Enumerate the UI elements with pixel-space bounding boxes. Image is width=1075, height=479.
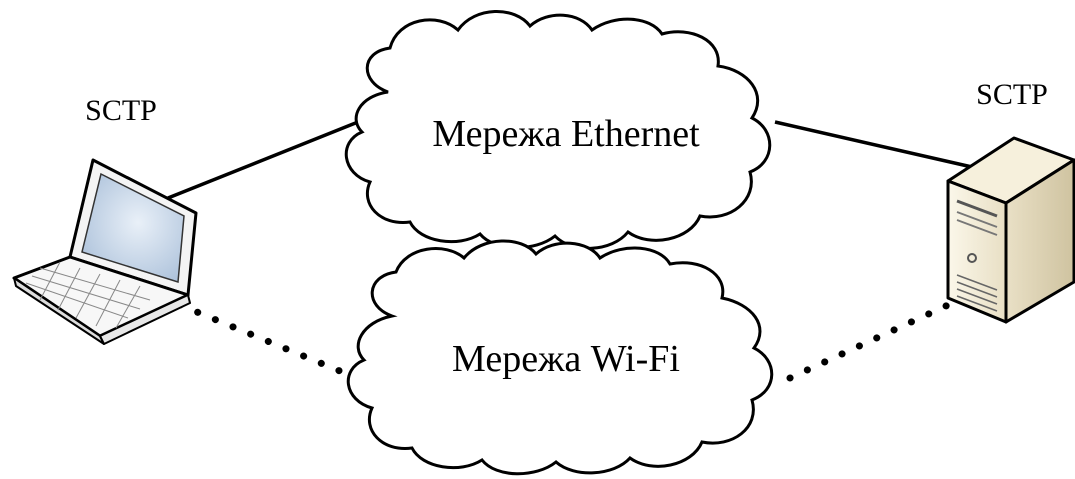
ethernet-link — [167, 120, 973, 200]
laptop-icon — [12, 158, 198, 345]
ethernet-cloud-label: Мережа Ethernet — [432, 113, 700, 155]
server-protocol-label: SCTP — [976, 78, 1048, 111]
laptop-wifi-line — [176, 301, 356, 380]
server-icon — [946, 136, 1075, 324]
ethernet-server-line — [774, 120, 973, 169]
laptop-protocol-label: SCTP — [85, 94, 157, 127]
wifi-cloud: Мережа Wi-Fi — [346, 239, 774, 476]
wifi-link — [176, 301, 952, 382]
wifi-server-line — [786, 301, 952, 382]
laptop-ethernet-line — [167, 120, 359, 200]
laptop-node: SCTP — [12, 94, 198, 345]
ethernet-cloud: Мережа Ethernet — [344, 10, 772, 250]
wifi-cloud-label: Мережа Wi-Fi — [452, 338, 680, 380]
cloud-icon — [344, 10, 772, 250]
server-node: SCTP — [946, 78, 1075, 324]
cloud-icon — [346, 239, 774, 476]
